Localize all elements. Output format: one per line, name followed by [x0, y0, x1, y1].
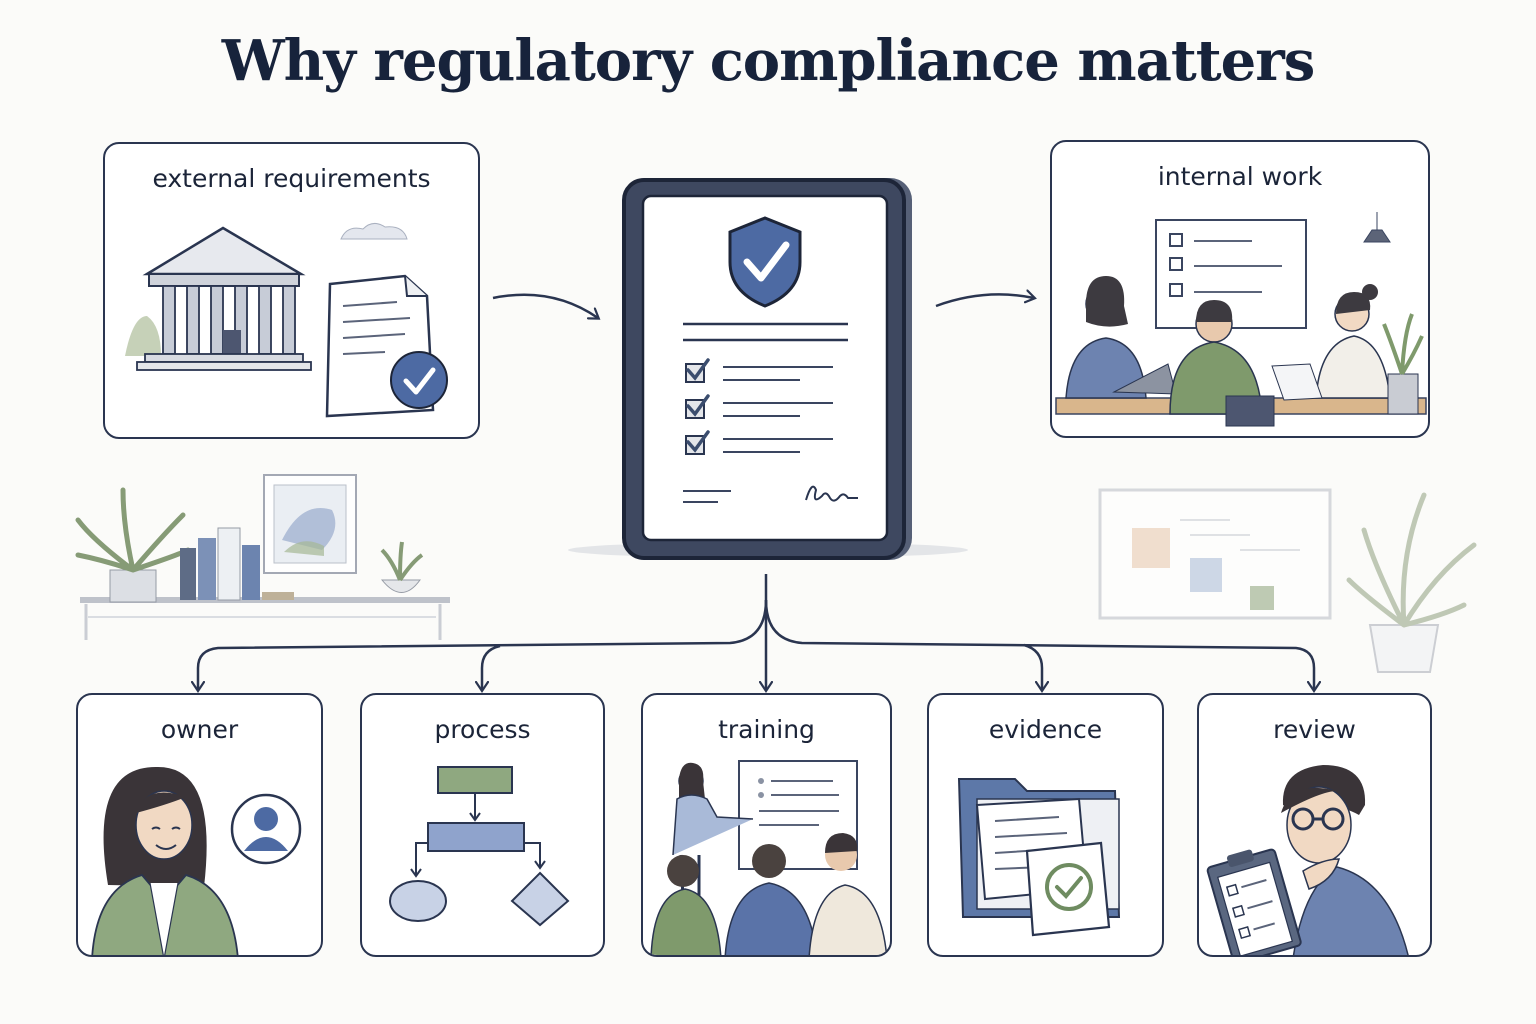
reviewer-with-clipboard-icon: [1199, 695, 1432, 957]
card-process: process: [360, 693, 605, 957]
owner-person-icon: [78, 695, 323, 957]
shelf-decoration: [78, 475, 450, 640]
card-internal-work: internal work: [1050, 140, 1430, 438]
board-decoration: [1100, 490, 1474, 672]
card-review: review: [1197, 693, 1432, 957]
flowchart-icon: [362, 695, 605, 957]
card-evidence: evidence: [927, 693, 1164, 957]
government-building-icon: [105, 144, 480, 439]
team-at-desk-icon: [1052, 142, 1430, 438]
evidence-folder-icon: [929, 695, 1164, 957]
card-training: training: [641, 693, 892, 957]
central-compliance-document: [568, 178, 968, 560]
card-external-requirements: external requirements: [103, 142, 480, 439]
training-session-icon: [643, 695, 892, 957]
card-owner: owner: [76, 693, 323, 957]
